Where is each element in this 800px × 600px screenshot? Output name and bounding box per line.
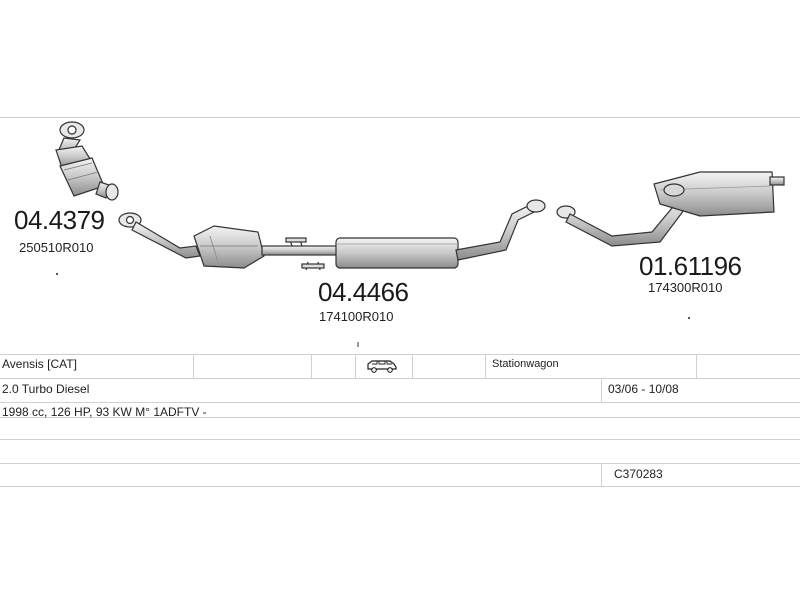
frame-top-line (0, 117, 800, 118)
table-line-4 (0, 417, 800, 418)
station-wagon-icon (366, 358, 398, 374)
table-col-6 (696, 354, 697, 378)
part-number-2[interactable]: 04.4466 (318, 277, 409, 307)
part-number-3[interactable]: 01.61196 (639, 251, 742, 281)
oem-number-2: 174100R010 (319, 309, 394, 324)
marker-dot-3 (688, 317, 690, 319)
specs-cell: 1998 cc, 126 HP, 93 KW M° 1ADFTV - (2, 405, 207, 419)
part-number-1[interactable]: 04.4379 (14, 205, 105, 235)
table-col-5 (485, 354, 486, 378)
table-col-years (601, 378, 602, 402)
table-col-2 (311, 354, 312, 378)
engine-cell: 2.0 Turbo Diesel (2, 382, 90, 396)
table-col-1 (193, 354, 194, 378)
table-line-2 (0, 378, 800, 379)
marker-dot-1 (56, 273, 58, 275)
oem-number-3: 174300R010 (648, 280, 723, 295)
part-04-4379-catalyst[interactable] (55, 121, 119, 201)
table-col-3 (355, 354, 356, 378)
model-cell: Avensis [CAT] (2, 357, 77, 371)
oem-number-1: 250510R010 (19, 240, 94, 255)
body-type-cell: Stationwagon (492, 358, 559, 370)
table-line-6 (0, 463, 800, 464)
part-04-4466-front-pipe[interactable] (118, 199, 546, 271)
table-line-5 (0, 439, 800, 440)
table-col-code (601, 463, 602, 486)
table-col-4 (412, 354, 413, 378)
table-line-1 (0, 354, 800, 355)
years-cell: 03/06 - 10/08 (608, 382, 679, 396)
part-01-61196-rear-silencer[interactable] (556, 171, 785, 247)
code-cell: C370283 (614, 467, 663, 481)
exhaust-diagram (55, 121, 785, 347)
table-line-3 (0, 402, 800, 403)
table-line-7 (0, 486, 800, 487)
